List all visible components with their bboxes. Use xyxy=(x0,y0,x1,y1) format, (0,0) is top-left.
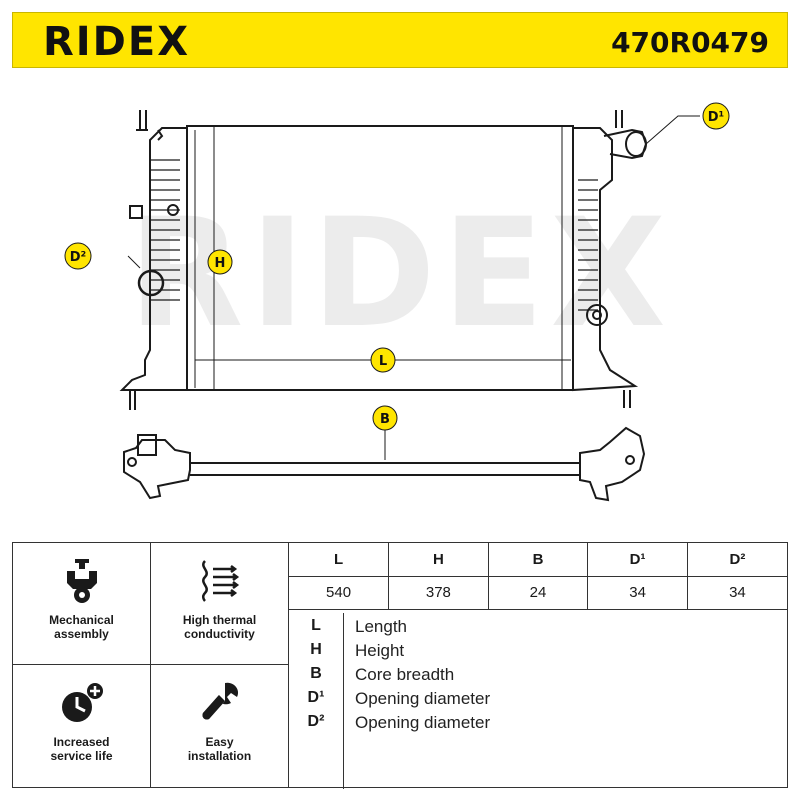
legend-description: Opening diameter xyxy=(355,713,491,732)
dim-value-l: 540 xyxy=(289,576,390,610)
legend-row: B Core breadth xyxy=(289,665,787,689)
dim-header-h: H xyxy=(388,543,489,577)
legend-symbol: D¹ xyxy=(307,689,325,706)
dimension-legend: L Length H Height B Core breadth D¹ Open… xyxy=(289,613,787,789)
legend-symbol: L xyxy=(311,617,321,634)
dim-header-d2: D² xyxy=(687,543,787,577)
feature-increased-service-life: Increased service life xyxy=(13,665,151,787)
legend-symbol: H xyxy=(310,641,322,658)
legend-description: Height xyxy=(355,641,405,660)
legend-row: D² Opening diameter xyxy=(289,713,787,737)
left-tank xyxy=(119,127,188,391)
callout-length: L xyxy=(379,354,387,369)
dim-header-l: L xyxy=(289,543,390,577)
service-life-icon xyxy=(62,683,103,722)
feature-high-thermal-conductivity: High thermal conductivity xyxy=(151,543,289,665)
dim-header-b: B xyxy=(488,543,589,577)
mechanical-assembly-icon xyxy=(67,559,97,603)
legend-symbol: D² xyxy=(307,713,325,730)
outlet-port-d2 xyxy=(137,269,165,297)
callout-d2: D² xyxy=(70,250,87,265)
dim-header-d1: D¹ xyxy=(587,543,688,577)
dim-value-h: 378 xyxy=(388,576,489,610)
legend-description: Opening diameter xyxy=(355,689,491,708)
legend-row: D¹ Opening diameter xyxy=(289,689,787,713)
legend-symbol: B xyxy=(310,665,322,682)
feature-label: High thermal conductivity xyxy=(182,613,257,641)
feature-easy-installation: Easy installation xyxy=(151,665,289,787)
feature-label: Easy installation xyxy=(187,735,252,763)
spec-panel: Mechanical assembly High thermal conduct… xyxy=(12,542,788,789)
wrench-icon xyxy=(202,682,239,720)
brand-logo: RIDEX xyxy=(43,19,191,65)
feature-label: Increased service life xyxy=(50,735,113,763)
watermark: RIDEX xyxy=(128,187,672,361)
legend-divider xyxy=(343,613,344,789)
dim-value-d2: 34 xyxy=(687,576,787,610)
part-number: 470R0479 xyxy=(611,26,769,59)
bottom-view-right-end xyxy=(579,426,646,502)
feature-label: Mechanical assembly xyxy=(49,613,114,641)
dim-value-d1: 34 xyxy=(587,576,688,610)
callout-d1: D¹ xyxy=(708,110,725,125)
legend-description: Length xyxy=(355,617,407,636)
bottom-view-left-end xyxy=(123,439,191,500)
dimensions-table: L H B D¹ D² 540 378 24 34 34 xyxy=(289,543,787,610)
feature-mechanical-assembly: Mechanical assembly xyxy=(13,543,151,665)
callout-breadth: B xyxy=(380,412,390,427)
legend-row: H Height xyxy=(289,641,787,665)
radiator-technical-drawing: RIDEX xyxy=(64,102,730,502)
thermal-conductivity-icon xyxy=(201,560,240,602)
legend-row: L Length xyxy=(289,617,787,641)
legend-description: Core breadth xyxy=(355,665,455,684)
dim-value-b: 24 xyxy=(488,576,589,610)
header-banner: RIDEX 470R0479 xyxy=(12,12,788,68)
callout-height: H xyxy=(215,256,226,271)
